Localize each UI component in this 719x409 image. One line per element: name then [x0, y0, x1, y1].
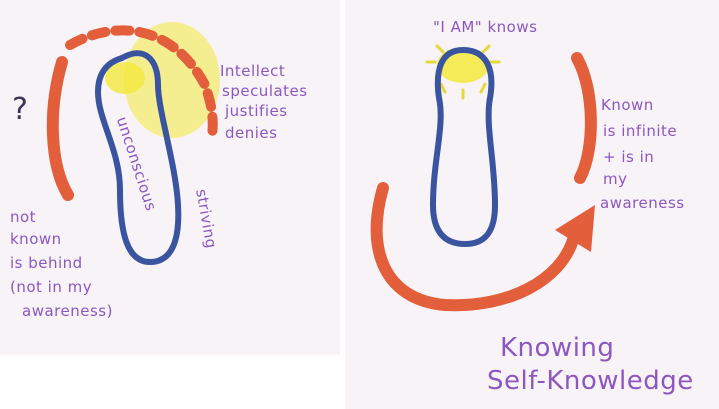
- self-knowledge-title: Self-Knowledge: [487, 368, 694, 394]
- not-known-line-3: is behind: [10, 256, 83, 271]
- known-line-2: is infinite: [603, 124, 677, 139]
- knowing-title: Knowing: [500, 335, 614, 361]
- not-known-line-1: not: [10, 210, 36, 225]
- known-line-1: Known: [601, 98, 654, 113]
- left-drawing-panel: ? Intellect speculates justifies denies …: [0, 0, 340, 355]
- orange-curved-arrow: [377, 188, 573, 305]
- not-known-line-2: known: [10, 232, 62, 247]
- right-drawing-panel: "I AM" knows Known is infinite + is in m…: [345, 0, 719, 409]
- not-known-line-4: (not in my: [10, 280, 92, 295]
- orange-left-arc: [53, 62, 68, 195]
- not-known-line-5: awareness): [22, 304, 113, 319]
- known-line-4: my: [603, 172, 628, 187]
- question-mark: ?: [12, 95, 28, 125]
- intellect-line-3: justifies: [225, 104, 288, 119]
- orange-right-arc: [577, 58, 591, 178]
- intellect-line-4: denies: [225, 126, 277, 141]
- i-am-knows-label: "I AM" knows: [433, 20, 537, 35]
- known-line-5: awareness: [600, 196, 685, 211]
- intellect-line-1: Intellect: [220, 64, 285, 79]
- intellect-line-2: speculates: [222, 84, 308, 99]
- known-line-3: + is in: [603, 150, 654, 165]
